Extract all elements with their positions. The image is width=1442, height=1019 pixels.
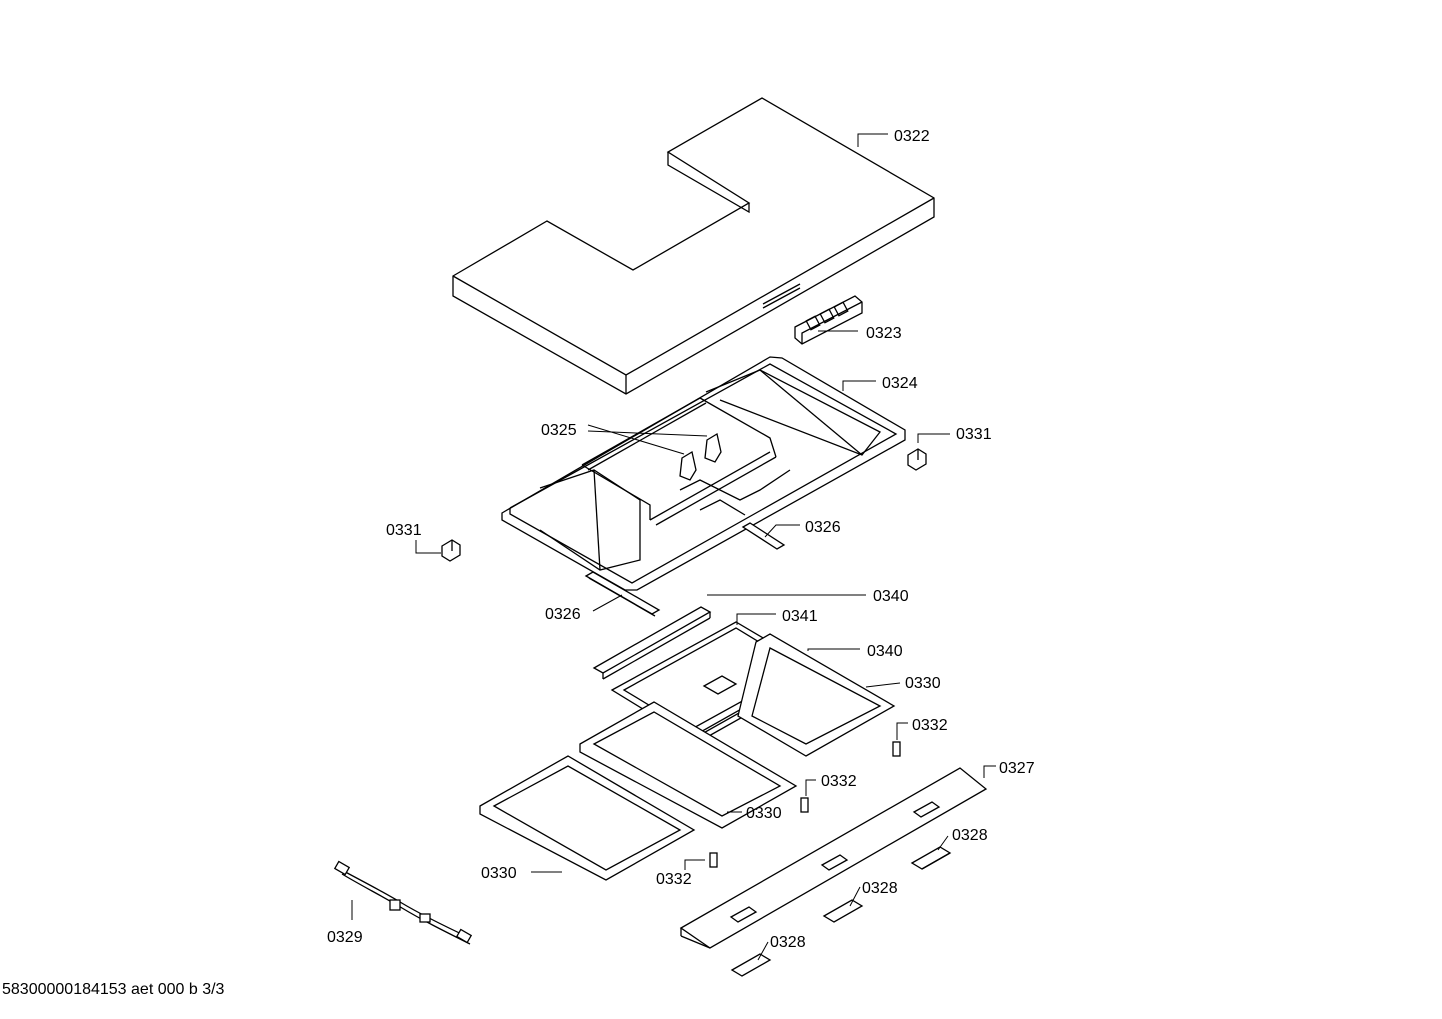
label-0328-right: 0328 [952, 827, 988, 844]
part-0322-top-cover[interactable] [452, 97, 935, 395]
part-0330-frame-middle[interactable] [579, 701, 798, 829]
part-0331-knob-right[interactable] [907, 448, 927, 471]
part-0326-rail-left[interactable] [584, 571, 661, 617]
part-0332-clip-middle[interactable] [800, 797, 809, 813]
label-0340-upper: 0340 [873, 588, 909, 605]
part-0328-connector-right[interactable] [910, 846, 952, 870]
label-0327: 0327 [999, 760, 1035, 777]
part-0329-wiring-harness[interactable] [333, 860, 473, 945]
label-0330-middle: 0330 [746, 805, 782, 822]
document-id-footer: 58300000184153 aet 000 b 3/3 [2, 981, 225, 998]
label-0326-left: 0326 [545, 606, 581, 623]
label-0341: 0341 [782, 608, 818, 625]
label-0332-middle: 0332 [821, 773, 857, 790]
part-0331-knob-left[interactable] [441, 539, 461, 562]
part-0328-connector-left[interactable] [730, 953, 772, 977]
part-0332-clip-lower[interactable] [709, 852, 718, 868]
part-0332-clip-upper[interactable] [892, 741, 901, 757]
part-0323-switch-module[interactable] [794, 295, 863, 345]
label-0329: 0329 [327, 929, 363, 946]
label-0328-middle: 0328 [862, 880, 898, 897]
part-0324-housing-tray[interactable] [501, 356, 906, 591]
label-0325: 0325 [541, 422, 577, 439]
label-0332-upper: 0332 [912, 717, 948, 734]
label-0322: 0322 [894, 128, 930, 145]
part-0326-rail-right[interactable] [741, 522, 786, 550]
label-0324: 0324 [882, 375, 918, 392]
label-0323: 0323 [866, 325, 902, 342]
part-0325-clips[interactable] [679, 432, 722, 481]
label-0330-right: 0330 [905, 675, 941, 692]
label-0326-right: 0326 [805, 519, 841, 536]
label-0331-right: 0331 [956, 426, 992, 443]
label-0330-left: 0330 [481, 865, 517, 882]
part-0328-connector-middle[interactable] [822, 899, 864, 923]
label-0340-lower: 0340 [867, 643, 903, 660]
part-0340-bar-upper[interactable] [592, 606, 712, 680]
part-0330-frame-right[interactable] [737, 633, 896, 757]
label-0331-left: 0331 [386, 522, 422, 539]
label-0328-left: 0328 [770, 934, 806, 951]
part-0330-frame-left[interactable] [479, 755, 696, 881]
label-0332-lower: 0332 [656, 871, 692, 888]
part-0327-bracket[interactable] [679, 767, 988, 949]
